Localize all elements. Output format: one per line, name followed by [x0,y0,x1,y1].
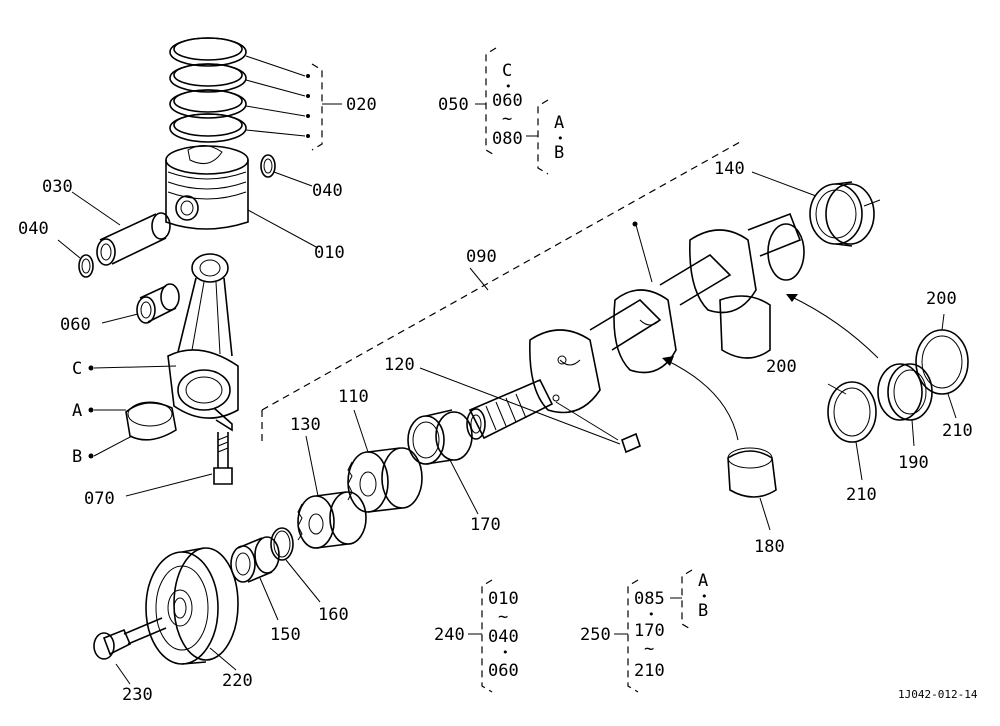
thrust-washer-200b [827,381,877,481]
label-180: 180 [754,537,785,557]
g240-060: 060 [488,661,519,681]
g050-080: 080 [492,129,523,149]
group-250-brackets [614,569,693,693]
g050-060: 060 [492,91,523,111]
rod-bearing [88,365,177,459]
woodruff-key [419,367,641,454]
g250-A: A [698,571,708,591]
label-C: C [72,359,82,379]
label-010: 010 [314,243,345,263]
thrust-washer-200a [915,313,969,419]
group-050-brackets [475,47,549,175]
g250-B: B [698,601,708,621]
thrust-bearing-190 [877,363,933,447]
label-240: 240 [434,625,465,645]
label-150: 150 [270,625,301,645]
label-190: 190 [898,453,929,473]
pulley-220 [145,547,239,671]
label-040-left: 040 [18,219,49,239]
g050-A: A [554,113,564,133]
label-140: 140 [714,159,745,179]
connecting-rod [167,253,239,432]
label-060: 060 [60,315,91,335]
g050-C: C [502,61,512,81]
assembly-line-090 [261,141,741,444]
rod-bolt [125,432,233,497]
g240-040: 040 [488,627,519,647]
label-120: 120 [384,355,415,375]
label-200-right: 200 [926,289,957,309]
group-240-brackets [468,579,493,693]
g250-tilde: ~ [644,639,654,659]
pulley-bolt-230 [93,617,167,685]
g250-085: 085 [634,589,665,609]
label-040-right: 040 [312,181,343,201]
label-050: 050 [438,95,469,115]
circlip-right [260,154,313,187]
crankshaft [466,212,805,440]
label-170: 170 [470,515,501,535]
gear-130 [297,435,367,549]
g050-dot2: • [557,132,564,145]
assembly-arrows [662,294,879,441]
piston [165,145,319,249]
label-220: 220 [222,671,253,691]
group-050-text: C • 060 ~ 080 A • B [492,61,564,163]
label-B: B [72,447,82,467]
label-030: 030 [42,177,73,197]
g240-tilde: ~ [498,607,508,627]
g250-dot2: • [701,590,708,603]
main-bearing-180 [727,447,777,531]
group-250-text: 085 • 170 ~ 210 A • B [634,571,708,681]
g240-dot: • [502,646,509,659]
label-210-right: 210 [942,421,973,441]
part-labels: 020 010 040 030 040 060 C A B 070 090 12… [18,95,973,705]
piston-rings [169,37,247,143]
label-210-left: 210 [846,485,877,505]
g050-dot1: • [505,80,512,93]
g240-010: 010 [488,589,519,609]
label-090: 090 [466,247,497,267]
label-230: 230 [122,685,153,705]
bearing-170 [407,409,479,515]
bearing-140 [751,171,881,247]
label-020: 020 [346,95,377,115]
label-070: 070 [84,489,115,509]
label-A: A [72,401,82,421]
g250-170: 170 [634,621,665,641]
label-200-left: 200 [766,357,797,377]
g050-tilde: ~ [502,109,512,129]
piston-pin [71,191,171,266]
g250-dot1: • [648,608,655,621]
label-250: 250 [580,625,611,645]
gear-110 [347,409,423,513]
drawing-code: 1J042-012-14 [898,688,978,701]
label-130: 130 [290,415,321,435]
g250-210: 210 [634,661,665,681]
small-end-bushing [101,283,180,324]
group-240-text: 010 ~ 040 • 060 [488,589,519,681]
label-160: 160 [318,605,349,625]
label-110: 110 [338,387,369,407]
collar-150 [230,536,280,621]
circlip-left [57,239,94,278]
ring-leader-lines [245,55,342,151]
g050-B: B [554,143,564,163]
o-ring-160 [270,527,321,603]
